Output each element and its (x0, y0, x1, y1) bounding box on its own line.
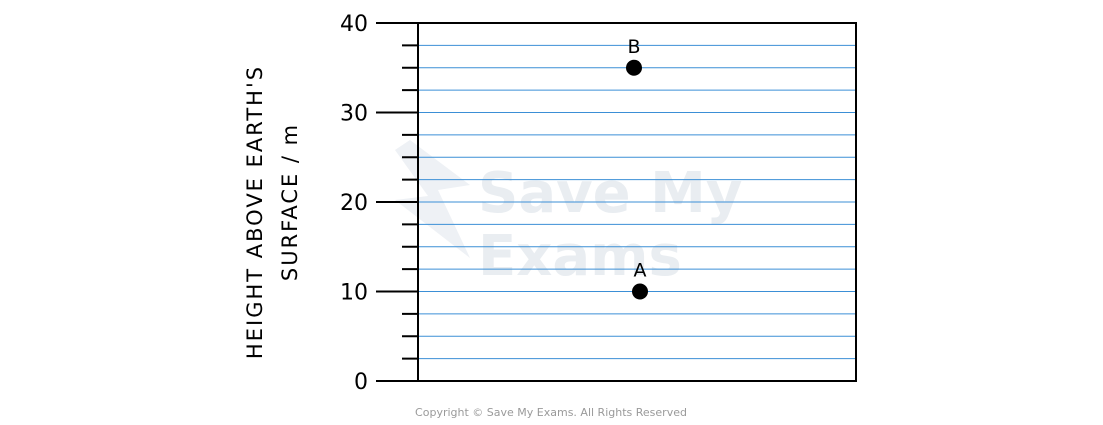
y-tick-label: 40 (340, 12, 368, 37)
y-tick-label: 0 (354, 370, 368, 395)
watermark: Save My Exams (395, 140, 742, 289)
point-a (632, 283, 648, 300)
y-axis-label-line2: SURFACE / m (278, 123, 302, 281)
copyright-text: Copyright © Save My Exams. All Rights Re… (415, 406, 687, 419)
watermark-line1: Save My (478, 161, 742, 226)
grid-lines (418, 44, 856, 360)
y-axis-label-line1: HEIGHT ABOVE EARTH'S (243, 65, 267, 359)
watermark-line2: Exams (478, 224, 682, 289)
point-b (626, 59, 642, 76)
axes (417, 22, 857, 382)
point-label-b: B (627, 36, 640, 58)
y-tick-label: 30 (340, 102, 368, 127)
plot-frame (417, 22, 857, 382)
data-points: BA (626, 36, 648, 300)
point-label-a: A (634, 260, 647, 282)
y-tick-labels: 0 10 20 30 40 (340, 12, 368, 395)
watermark-logo-icon (395, 140, 470, 258)
y-ticks (376, 22, 418, 382)
y-tick-label: 20 (340, 191, 368, 216)
y-tick-label: 10 (340, 281, 368, 306)
